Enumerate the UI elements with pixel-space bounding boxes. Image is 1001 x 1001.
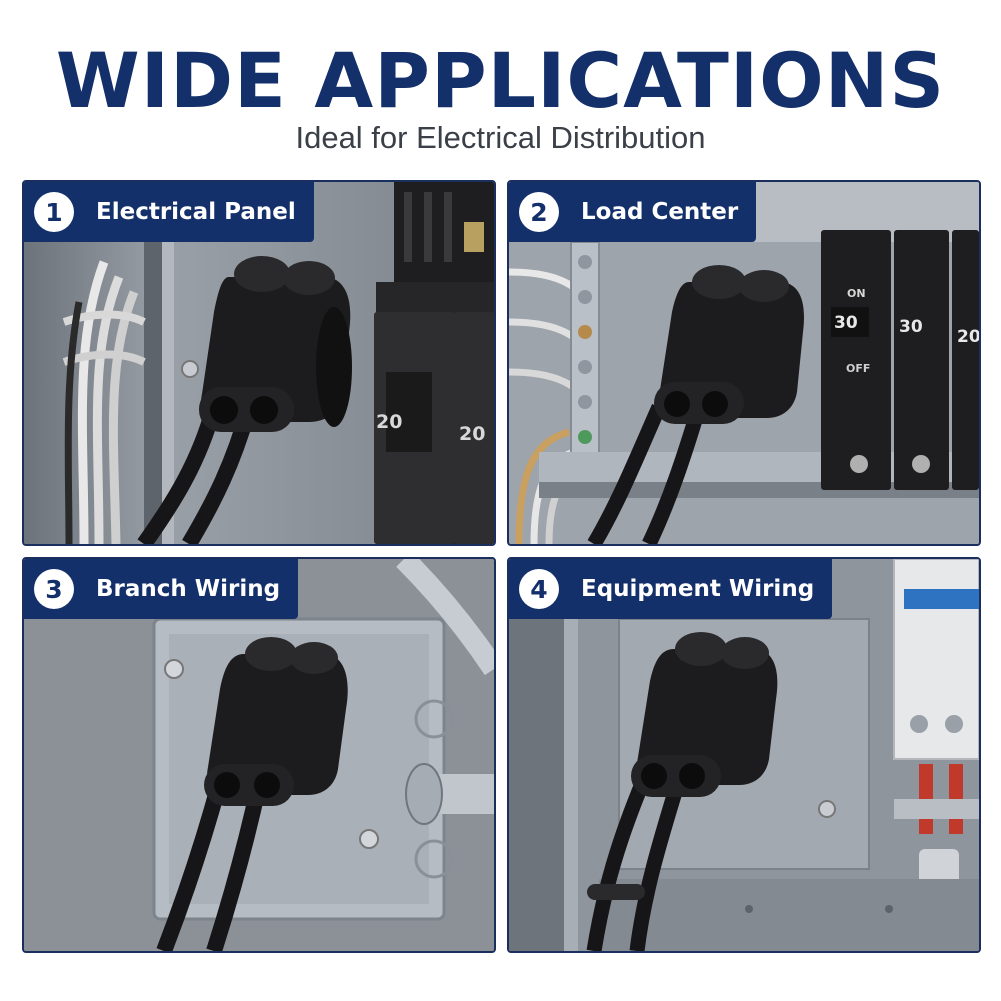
card-label-electrical-panel: 1 Electrical Panel — [24, 182, 314, 242]
card-label-equipment-wiring: 4 Equipment Wiring — [509, 559, 833, 619]
breaker-on-label: ON — [847, 287, 866, 300]
branch-wiring-photo — [24, 559, 494, 951]
step-number-badge: 1 — [34, 192, 74, 232]
breaker-label-2: 20 — [459, 423, 485, 445]
insulated-connector-icon — [631, 632, 778, 797]
application-card-load-center: ON 30 OFF 30 20 2 Load Center — [507, 180, 981, 546]
electrical-panel-photo: 20 20 — [24, 182, 494, 544]
card-label-branch-wiring: 3 Branch Wiring — [24, 559, 299, 619]
breaker-off-label: OFF — [846, 362, 870, 375]
application-card-electrical-panel: 20 20 1 Electrical Panel — [22, 180, 496, 546]
card-title: Load Center — [581, 199, 739, 225]
card-title: Branch Wiring — [96, 576, 281, 602]
breaker-label-1: 30 — [834, 313, 858, 333]
step-number-badge: 3 — [34, 569, 74, 609]
card-title: Electrical Panel — [96, 199, 296, 225]
application-card-equipment-wiring: 4 Equipment Wiring — [507, 557, 981, 953]
breaker-label-3: 20 — [957, 327, 979, 347]
card-label-load-center: 2 Load Center — [509, 182, 757, 242]
card-title: Equipment Wiring — [581, 576, 815, 602]
insulated-connector-icon — [199, 256, 352, 432]
application-card-branch-wiring: 3 Branch Wiring — [22, 557, 496, 953]
breaker-label-1: 20 — [376, 411, 402, 433]
page-subtitle: Ideal for Electrical Distribution — [295, 120, 706, 155]
page-title: WIDE APPLICATIONS — [55, 36, 946, 125]
breaker-label-2: 30 — [899, 317, 923, 337]
step-number-badge: 2 — [519, 192, 559, 232]
equipment-wiring-photo — [509, 559, 979, 951]
insulated-connector-icon — [204, 637, 348, 806]
insulated-connector-icon — [654, 265, 804, 424]
step-number-badge: 4 — [519, 569, 559, 609]
